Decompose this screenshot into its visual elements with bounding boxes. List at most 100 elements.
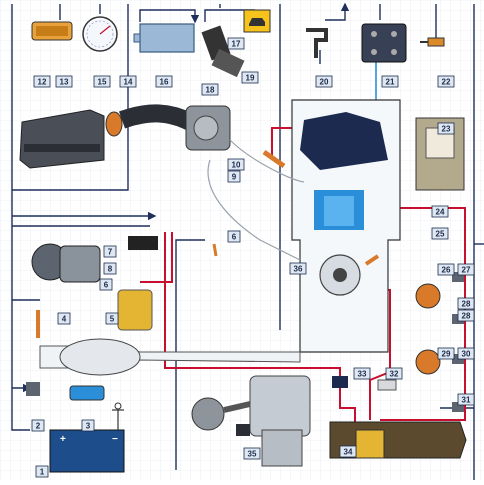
fuel-filter: [377, 379, 397, 391]
battery: + −: [49, 402, 125, 473]
callout-box: [289, 262, 307, 275]
callout-number: 17: [232, 40, 241, 49]
callout-number: 7: [108, 248, 113, 257]
callout-number: 3: [86, 422, 91, 431]
air-mass-sensor: [105, 111, 123, 137]
callout-number: 20: [320, 78, 329, 87]
callout-box: [227, 158, 245, 171]
callout-number: 12: [38, 78, 47, 87]
callout-number: 32: [390, 370, 399, 379]
callout-label-27: 27: [457, 263, 475, 276]
callout-label-18: 18: [201, 83, 219, 96]
component-3: [69, 385, 105, 401]
camshaft-sensor: [306, 28, 328, 58]
callout-box: [437, 263, 455, 276]
callout-box: [81, 419, 95, 432]
callout-label-21: 21: [381, 75, 399, 88]
callout-box: [431, 205, 449, 218]
callout-label-30: 30: [457, 347, 475, 360]
callout-label-12: 12: [33, 75, 51, 88]
wheel-sensor-29: [415, 349, 441, 375]
callout-box: [437, 347, 455, 360]
callout-label-1: 1: [35, 465, 49, 478]
check-engine-lamp: [243, 9, 271, 33]
callout-label-28: 28: [457, 309, 475, 322]
callout-label-8: 8: [103, 262, 117, 275]
accelerator-pedal: [201, 25, 245, 78]
callout-label-26: 26: [437, 263, 455, 276]
callout-number: 10: [232, 161, 241, 170]
callout-number: 21: [386, 78, 395, 87]
callout-label-32: 32: [385, 367, 403, 380]
temperature-sensor-22: [420, 37, 445, 47]
intake-manifold: [207, 139, 305, 261]
callout-number: 16: [160, 78, 169, 87]
callout-label-34: 34: [339, 445, 357, 458]
callout-label-28: 28: [457, 297, 475, 310]
connector-7: [128, 236, 158, 250]
callout-box: [385, 367, 403, 380]
callout-label-9: 9: [227, 170, 241, 183]
callout-box: [227, 230, 241, 243]
callout-label-22: 22: [437, 75, 455, 88]
diagnostic-connector: [31, 21, 73, 41]
intake-hose: [118, 104, 195, 131]
callout-box: [437, 122, 455, 135]
callout-number: 8: [108, 265, 113, 274]
callout-label-23: 23: [437, 122, 455, 135]
callout-label-14: 14: [119, 75, 137, 88]
callout-number: 26: [442, 266, 451, 275]
callout-box: [31, 419, 45, 432]
callout-number: 6: [232, 233, 237, 242]
callout-label-3: 3: [81, 419, 95, 432]
callout-label-15: 15: [93, 75, 111, 88]
callout-box: [103, 245, 117, 258]
relay-27: [452, 272, 464, 282]
callout-number: 19: [246, 74, 255, 83]
callout-label-33: 33: [353, 367, 371, 380]
callout-label-29: 29: [437, 347, 455, 360]
callout-box: [119, 75, 137, 88]
callout-number: 13: [60, 78, 69, 87]
callout-number: 24: [436, 208, 445, 217]
callout-label-25: 25: [431, 227, 449, 240]
callout-label-7: 7: [103, 245, 117, 258]
ignition-coil: [361, 23, 407, 63]
callout-label-10: 10: [227, 158, 245, 171]
callout-label-6: 6: [227, 230, 241, 243]
callout-number: 35: [248, 450, 257, 459]
callout-number: 6: [104, 281, 109, 290]
callout-label-16: 16: [155, 75, 173, 88]
callout-label-13: 13: [55, 75, 73, 88]
callout-number: 15: [98, 78, 107, 87]
valve-33: [332, 376, 348, 388]
control-wiring: [11, 2, 484, 480]
relay-2: [26, 382, 40, 396]
callout-box: [437, 75, 455, 88]
callout-box: [431, 227, 449, 240]
canister-purge: [117, 289, 153, 331]
callout-number: 33: [358, 370, 367, 379]
tachometer-gauge: [82, 16, 118, 52]
callout-label-6: 6: [99, 278, 113, 291]
callout-box: [243, 447, 261, 460]
callout-box: [457, 309, 475, 322]
callout-box: [93, 75, 111, 88]
callout-number: 34: [344, 448, 353, 457]
callout-number: 14: [124, 78, 133, 87]
callout-number: 31: [462, 396, 471, 405]
callout-number: 27: [462, 266, 471, 275]
callout-number: 30: [462, 350, 471, 359]
callout-box: [315, 75, 333, 88]
callout-box: [457, 297, 475, 310]
callout-label-17: 17: [227, 37, 245, 50]
air-filter: [19, 109, 105, 169]
callout-label-20: 20: [315, 75, 333, 88]
callout-number: 18: [206, 86, 215, 95]
battery-plus-sign: +: [60, 434, 66, 445]
callout-box: [241, 71, 259, 84]
sensor-8: [212, 243, 218, 257]
callout-number: 23: [442, 125, 451, 134]
callout-number: 25: [436, 230, 445, 239]
